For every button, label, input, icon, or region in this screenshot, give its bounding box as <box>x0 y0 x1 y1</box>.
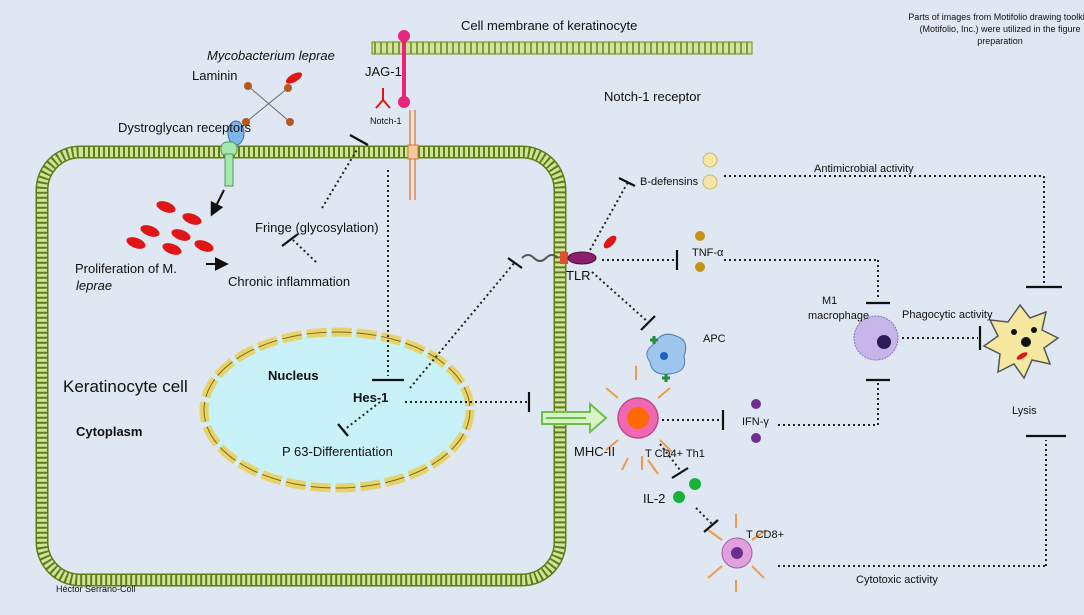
label-keratinocyte-cell: Keratinocyte cell <box>63 377 188 396</box>
label-notch1-receptor: Notch-1 receptor <box>604 89 701 104</box>
top-membrane-strip <box>371 41 753 55</box>
label-proliferation-1: Proliferation of M. <box>75 261 177 276</box>
label-nucleus: Nucleus <box>268 368 319 383</box>
tnf-molecule <box>695 231 705 241</box>
il2-molecule <box>689 478 701 490</box>
label-mhc: MHC-II <box>574 444 615 459</box>
m1-macrophage <box>853 315 899 361</box>
th1-cell <box>605 366 673 475</box>
label-tlr: TLR <box>566 268 591 283</box>
interaction-lines <box>281 134 1066 567</box>
dystroglycan-receptor <box>220 120 245 187</box>
jag1-ligand <box>375 88 391 109</box>
label-fringe: Fringe (glycosylation) <box>255 220 379 235</box>
defensin-molecule <box>702 152 718 168</box>
credit-line-1: Parts of images from Motifolio drawing t… <box>908 12 1084 22</box>
label-phagocytic: Phagocytic activity <box>902 309 993 321</box>
label-il2: IL-2 <box>643 491 665 506</box>
label-th1: T CD4+ Th1 <box>645 448 705 460</box>
notch1-receptor-pink <box>398 30 410 108</box>
label-b-defensins: B-defensins <box>640 176 699 188</box>
mhc-ii-arrow <box>541 401 608 435</box>
apc-cell <box>646 333 687 382</box>
intracellular-bacteria <box>126 201 214 255</box>
label-antimicrobial: Antimicrobial activity <box>814 163 914 175</box>
label-m1-2: macrophage <box>808 310 869 322</box>
entry-arrow <box>210 189 225 217</box>
label-author: Héctor Serrano-Coll <box>56 584 136 594</box>
label-cytoplasm: Cytoplasm <box>76 424 142 439</box>
label-ifn: IFN-γ <box>742 416 769 428</box>
label-notch1-small: Notch-1 <box>370 116 402 126</box>
credit-line-2: (Motifolio, Inc.) were utilized in the f… <box>919 24 1080 34</box>
credit-note: Parts of images from Motifolio drawing t… <box>908 12 1084 46</box>
label-chronic-inflammation: Chronic inflammation <box>228 274 350 289</box>
label-cell-membrane: Cell membrane of keratinocyte <box>461 18 637 33</box>
notch1-transmembrane <box>407 110 419 200</box>
credit-line-3: preparation <box>977 36 1023 46</box>
label-cd8: T CD8+ <box>746 529 784 541</box>
label-apc: APC <box>703 333 726 345</box>
ifn-molecule <box>751 399 761 409</box>
label-dystroglycan: Dystroglycan receptors <box>118 120 251 135</box>
lysed-cell <box>982 303 1060 380</box>
cd8-t-cell <box>707 514 767 592</box>
label-cytotoxic: Cytotoxic activity <box>856 574 938 586</box>
tlr-receptor <box>521 235 617 265</box>
label-hes1: Hes-1 <box>353 390 388 405</box>
label-m1-1: M1 <box>822 295 837 307</box>
label-jag1: JAG-1 <box>365 64 402 79</box>
label-lysis: Lysis <box>1012 405 1037 417</box>
nucleus <box>199 327 475 493</box>
label-proliferation-2: leprae <box>76 278 112 293</box>
defensin-molecule <box>702 174 718 190</box>
label-laminin: Laminin <box>192 68 238 83</box>
il2-molecule <box>673 491 685 503</box>
label-p63: P 63-Differentiation <box>282 444 393 459</box>
mycobacterium-laminin-complex <box>242 72 303 126</box>
keratinocyte-membrane-beads <box>37 147 565 585</box>
nucleus-outline <box>203 331 471 489</box>
label-mycobacterium: Mycobacterium leprae <box>207 48 335 63</box>
ifn-molecule <box>751 433 761 443</box>
label-tnf: TNF-α <box>692 247 724 259</box>
tnf-molecule <box>695 262 705 272</box>
